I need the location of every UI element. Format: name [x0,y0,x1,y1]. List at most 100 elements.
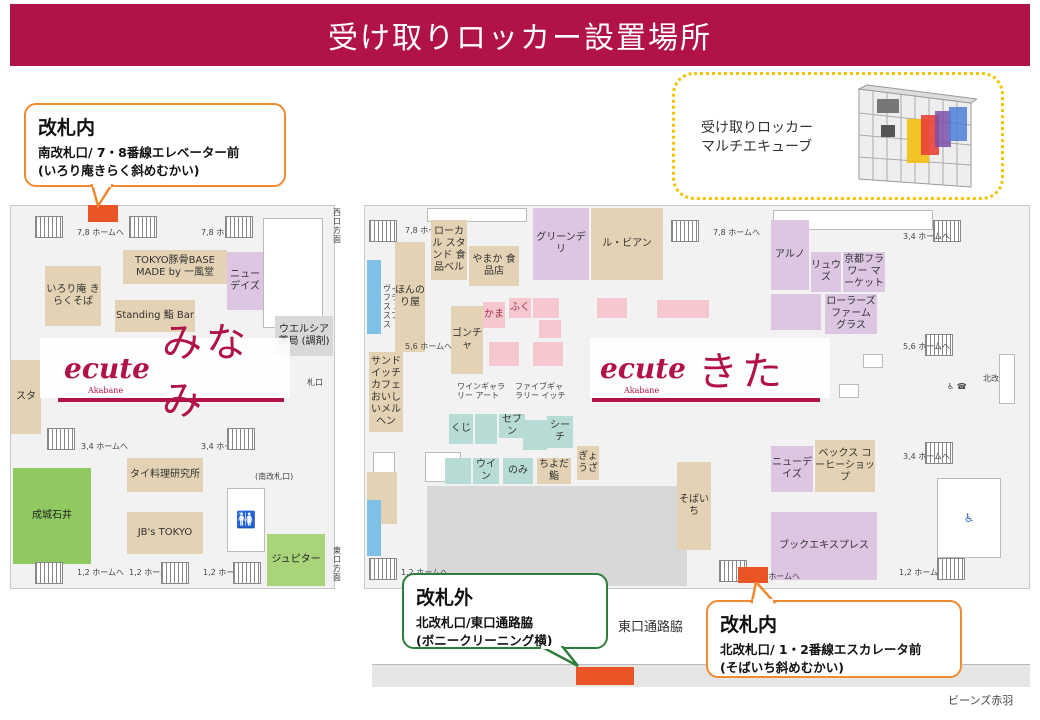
store-thai[interactable]: タイ料理研究所 [127,458,203,492]
store-nomi[interactable]: のみ [503,458,533,484]
store-kyoto[interactable]: 京都フラワー マーケット [843,252,885,292]
store-pink-c[interactable] [489,342,519,366]
store-label: サンドイッチ カフェ おいしいメルヘン [371,356,401,427]
ecute-north-banner: ecute Akabane きた [590,338,830,398]
callout-line: 南改札口/ 7・8番線エレベーター前 [38,145,240,160]
store-jbs[interactable]: JB's TOKYO [127,512,203,554]
store-le-bihan[interactable]: ル・ビアン [591,208,663,280]
store-label: ちよだ鮨 [539,459,569,482]
store-teal-c[interactable] [445,458,471,484]
corridor-area [263,218,323,328]
west-exit-label: 西口方面 [333,208,341,244]
store-label: くじ [451,423,471,434]
ecute-logo-text: ecute [600,351,686,385]
store-gonchya[interactable]: ゴンチャ [451,306,483,374]
store-teal-a[interactable] [475,414,497,444]
store-kama[interactable]: かま [483,302,505,328]
ecute-north-underline [592,398,820,402]
store-ryuzu[interactable]: リュウズ [811,252,841,292]
south-gate-label: (南改札口) [255,472,294,481]
store-rosy[interactable]: ローラーズファーム グラス [825,294,877,334]
stairs-icon [233,562,261,584]
callout-south-inside: 改札内 南改札口/ 7・8番線エレベーター前 (いろり庵きらく斜めむかい) [24,103,286,187]
stairs-icon [225,216,253,238]
store-pink-a[interactable] [533,298,559,318]
store-sobaichi[interactable]: そばいち [677,462,711,550]
store-green-deli[interactable]: グリーンデリ [533,208,589,280]
store-books[interactable]: ブックエキスプレス [771,512,877,580]
store-label: いろり庵 きらくそば [46,284,100,307]
ecute-logo-text: ecute [64,351,150,385]
locker-label-line1: 受け取りロッカー [701,120,813,136]
store-standing[interactable]: Standing 鮨 Bar [115,300,195,332]
store-label: アルノ [775,249,805,260]
store-pink-d[interactable] [533,342,563,366]
corridor-area [863,354,883,368]
store-label: ローカル スタンド 食品ベル [432,226,466,273]
store-new-days[interactable]: ニュー デイズ [227,252,263,310]
store-tomo[interactable]: ちよだ鮨 [537,458,571,484]
store-label: ぎょうざ [578,451,598,474]
store-hanano[interactable]: ほんのり屋 [395,242,425,352]
store-irori[interactable]: いろり庵 きらくそば [45,266,101,326]
callout-title: 改札外 [416,587,474,609]
store-label: そばいち [679,494,709,517]
gate-label: 札口 [307,378,323,387]
stairs-icon [369,558,397,580]
gate-area [999,354,1015,404]
store-gyoza[interactable]: ぎょうざ [577,446,599,480]
platform-label: 1,2 ホームへ [77,568,125,577]
store-sandwich[interactable]: サンドイッチ カフェ おいしいメルヘン [369,352,403,432]
locker-marker-south[interactable] [88,205,118,222]
ecute-logo-sub: Akabane [88,385,124,395]
ecute-south-underline [58,398,284,402]
stairs-icon [129,216,157,238]
store-pink-f[interactable] [657,300,709,318]
store-jupiter[interactable]: ジュピター [267,534,325,586]
platform-label: 1,2 ホームへ [899,568,947,577]
page-title-banner: 受け取りロッカー設置場所 [10,4,1030,66]
platform-label: 5,6 ホームへ [903,342,951,351]
store-kuji[interactable]: くじ [449,414,473,444]
locker-label-line2: マルチエキューブ [701,139,813,155]
platform-label: 3,4 ホームへ [903,232,951,241]
stairs-icon [933,220,961,242]
store-becks[interactable]: ベックス コーヒーショップ [815,440,875,492]
store-label: かま [484,309,504,320]
store-label: リュウズ [811,260,841,283]
store-seijo[interactable]: 成城石井 [13,468,91,564]
store-pink-b[interactable] [539,320,561,338]
store-wine-gallery: ワインギャラリー アート [457,382,505,400]
store-local-stand[interactable]: ローカル スタンド 食品ベル [431,220,467,280]
page-title: 受け取りロッカー設置場所 [328,21,712,56]
store-label: ほんのり屋 [395,285,425,308]
stairs-icon [47,428,75,450]
store-new-days-n[interactable]: ニューデイズ [771,446,813,492]
callout-title: 改札内 [720,614,778,636]
store-wing[interactable]: ウイン [473,458,499,484]
store-arno[interactable]: アルノ [771,220,809,290]
stairs-icon [35,216,63,238]
locker-marker-north[interactable] [738,567,768,583]
platform-label: 7,8 ホームへ [713,228,761,237]
store-sta[interactable]: スタ [11,360,41,434]
locker-marker-outside[interactable] [576,667,634,685]
store-yamaka[interactable]: やまか 食品店 [469,246,519,286]
store-pink-e[interactable] [597,298,627,318]
store-label: ニュー デイズ [230,269,260,292]
store-tokyo-base[interactable]: TOKYO豚骨BASE MADE by 一風堂 [123,250,227,284]
callout-title: 改札内 [38,117,96,139]
store-label: ふく [510,302,530,313]
store-seven[interactable]: セブン [499,414,525,438]
callout-north-inside: 改札内 北改札口/ 1・2番線エスカレータ前 (そばいち斜めむかい) [706,600,962,678]
store-sake[interactable]: ふく [509,298,531,318]
store-sc[interactable]: シーチ [547,416,573,448]
stairs-icon [671,220,699,242]
ecute-north-name: きた [697,349,786,395]
stairs-icon [161,562,189,584]
store-blue-b [367,500,381,556]
east-exit-label: 東口方面 [333,546,341,582]
store-teal-b[interactable] [523,420,547,450]
callout-outside: 改札外 北改札口/東口通路脇 (ボニークリーニング横) [402,573,608,649]
store-lav-a[interactable] [771,294,821,330]
